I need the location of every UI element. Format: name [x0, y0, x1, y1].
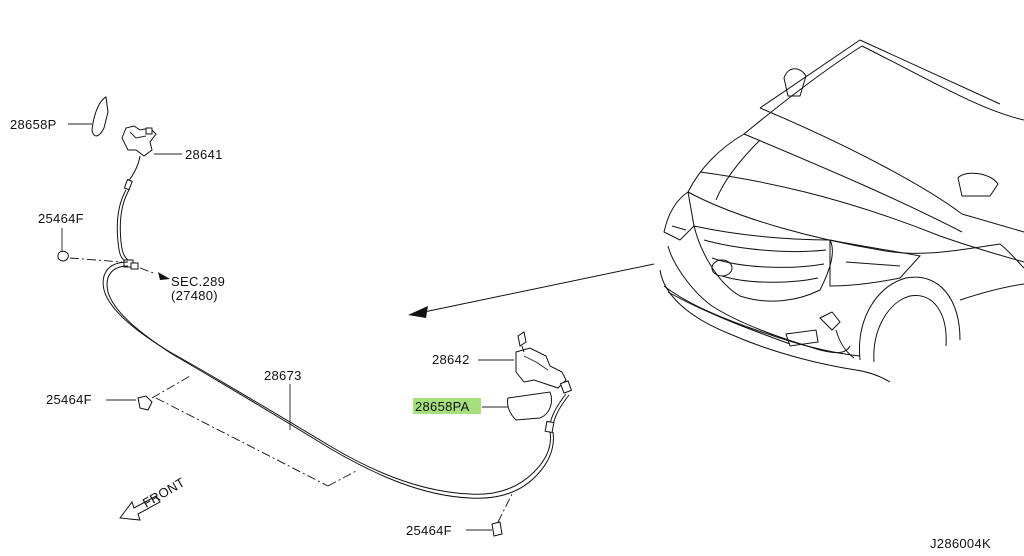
- sec-ref-arrow-icon: [158, 272, 170, 280]
- clip-25464F-upper: [57, 250, 69, 262]
- label-28642: 28642: [432, 352, 470, 367]
- label-28673: 28673: [264, 368, 302, 383]
- front-direction-arrow-icon: [119, 495, 161, 521]
- label-sec-ref-line1: SEC.289: [171, 274, 225, 289]
- clip-25464F-bottom: [491, 521, 503, 537]
- nozzle-cover-28658P: [91, 96, 109, 137]
- washer-nozzle-28641: [121, 125, 157, 157]
- callout-arrow-icon: [408, 306, 428, 318]
- label-25464F-middle: 25464F: [46, 392, 92, 407]
- label-25464F-upper: 25464F: [38, 211, 84, 226]
- clip-25464F-left: [137, 395, 153, 411]
- diagram-code: J286004K: [930, 536, 991, 551]
- nozzle-cover-28658PA: [507, 391, 553, 421]
- washer-nozzle-28642: [515, 331, 573, 394]
- front-label: FRONT: [140, 474, 188, 510]
- label-28641: 28641: [185, 147, 223, 162]
- car-front-illustration: [659, 39, 1024, 383]
- label-28658PA: 28658PA: [415, 399, 470, 414]
- label-sec-ref-line2: (27480): [171, 288, 218, 303]
- highlight-box: [413, 398, 481, 414]
- label-25464F-bottom: 25464F: [406, 523, 452, 538]
- label-28658P: 28658P: [10, 117, 57, 132]
